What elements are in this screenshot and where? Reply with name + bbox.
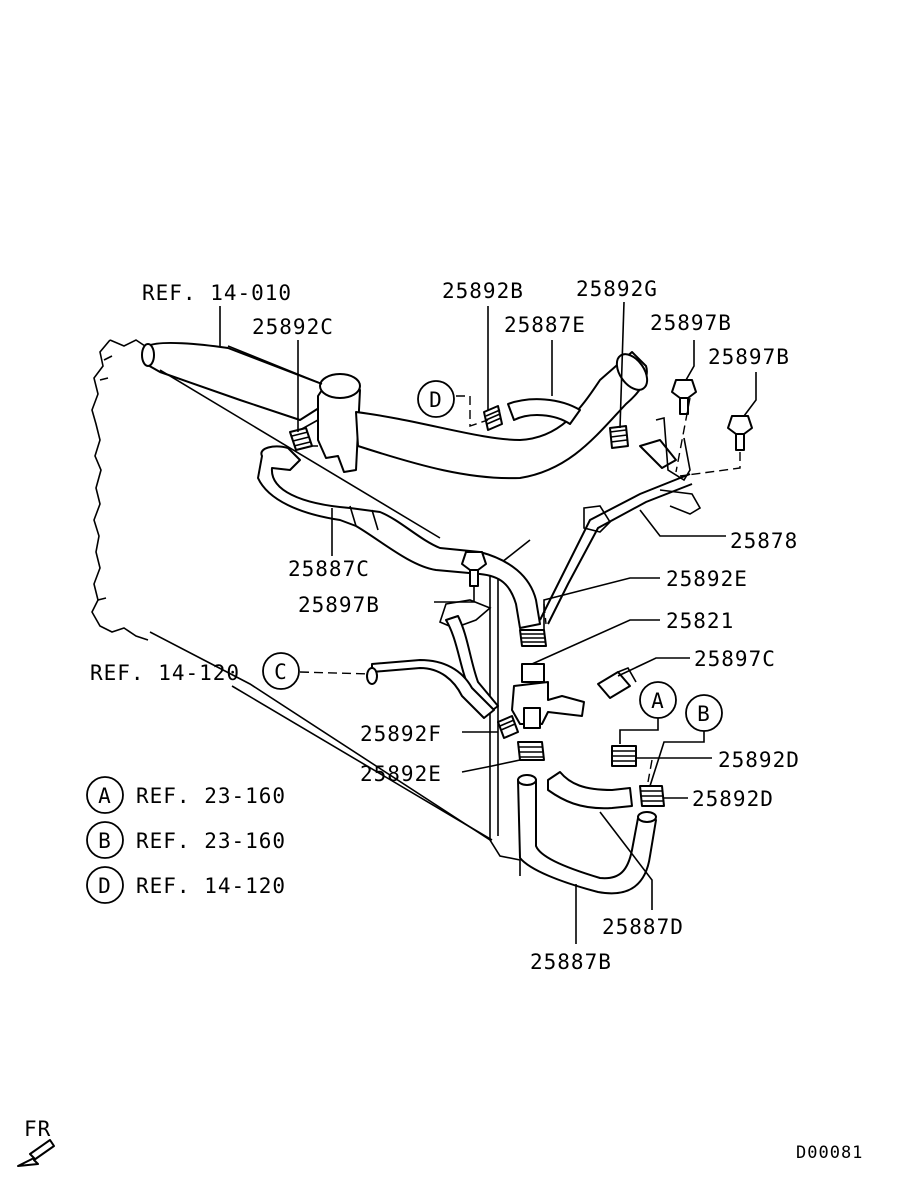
legend-item-B: B REF. 23-160	[86, 821, 286, 859]
fr-label: FR	[24, 1117, 51, 1141]
legend-B-text: REF. 23-160	[136, 829, 286, 853]
legend-B-letter: B	[98, 829, 112, 853]
label-25892E-1: 25892E	[666, 567, 748, 591]
clamp-25892F	[497, 715, 519, 739]
hose-C	[366, 659, 495, 719]
clamp-25892D-right	[639, 785, 665, 807]
callout-D-letter: D	[429, 388, 443, 412]
label-25887B: 25887B	[530, 950, 612, 974]
hose-25887C	[257, 445, 541, 629]
label-25892F: 25892F	[360, 722, 442, 746]
label-25878: 25878	[730, 529, 798, 553]
label-ref-14-010: REF. 14-010	[142, 281, 292, 305]
label-25887D: 25887D	[602, 915, 684, 939]
clamp-25892B	[483, 405, 503, 431]
pipe-25878	[539, 416, 702, 625]
label-ref-14-120: REF. 14-120	[90, 661, 240, 685]
callout-C: C	[262, 652, 300, 690]
legend-A-letter: A	[98, 784, 112, 808]
legend-A-text: REF. 23-160	[136, 784, 286, 808]
arrow-down-left-icon	[17, 1139, 55, 1167]
label-25892D-2: 25892D	[692, 787, 774, 811]
label-25892D-1: 25892D	[718, 748, 800, 772]
clamp-25892G	[609, 425, 629, 449]
clamp-25892E-lower	[517, 741, 545, 761]
sensor-25897C	[597, 666, 637, 699]
label-25892C: 25892C	[252, 315, 334, 339]
valve-25821	[511, 663, 585, 729]
legend-D-text: REF. 14-120	[136, 874, 286, 898]
callout-A: A	[639, 681, 677, 719]
diagram-code: D00081	[796, 1143, 863, 1163]
label-25892E-2: 25892E	[360, 762, 442, 786]
callout-B: B	[685, 694, 723, 732]
legend-item-D: D REF. 14-120	[86, 866, 286, 904]
upper-radiator-hose	[141, 341, 323, 421]
label-25887E: 25887E	[504, 313, 586, 337]
radiator-outline	[91, 339, 149, 641]
clamp-25892C	[289, 427, 313, 451]
label-25897C: 25897C	[694, 647, 776, 671]
hose-25887D	[547, 771, 633, 810]
clamp-25892D-left	[611, 745, 637, 767]
label-25892B: 25892B	[442, 279, 524, 303]
hose-25887E	[355, 351, 649, 480]
label-25897B-1: 25897B	[650, 311, 732, 335]
callout-D: D	[417, 380, 455, 418]
legend-D-letter: D	[98, 874, 112, 898]
label-25897B-2: 25897B	[708, 345, 790, 369]
bolt-25897B-right	[727, 415, 753, 451]
label-25892G: 25892G	[576, 277, 658, 301]
hose-25887B	[517, 774, 657, 895]
bolt-25897B-upper	[671, 379, 697, 415]
thermostat-housing	[299, 373, 361, 473]
bolt-25897B-lower	[461, 551, 487, 587]
clamp-25892E-upper	[519, 629, 547, 647]
callout-B-letter: B	[697, 702, 711, 726]
label-25897B-3: 25897B	[298, 593, 380, 617]
callout-C-letter: C	[274, 660, 288, 684]
label-25887C: 25887C	[288, 557, 370, 581]
legend: A REF. 23-160 B REF. 23-160 D REF. 14-12…	[86, 776, 286, 904]
callout-A-letter: A	[651, 689, 665, 713]
label-25821: 25821	[666, 609, 734, 633]
front-direction-indicator: FR	[17, 1117, 55, 1167]
leader-lines	[149, 301, 757, 944]
mount-bracket	[439, 599, 499, 713]
legend-item-A: A REF. 23-160	[86, 776, 286, 814]
